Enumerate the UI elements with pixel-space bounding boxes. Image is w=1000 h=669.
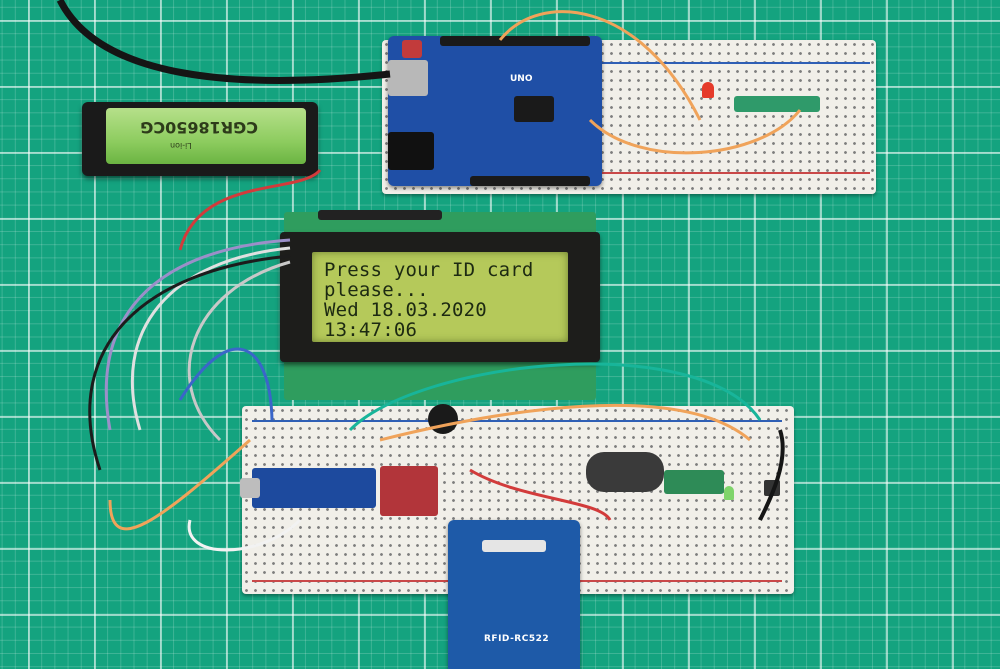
header-pins-bottom: [470, 176, 590, 186]
green-led: [724, 486, 734, 500]
top-breadboard-blue-rail: [600, 62, 870, 64]
arduino-uno-label: UNO: [510, 74, 533, 84]
power-jack: [388, 132, 434, 170]
ribbon-wire-2: [130, 246, 291, 431]
orange-wire-long: [588, 109, 802, 155]
lcd-line-1: Press your ID card: [324, 259, 534, 281]
orange-wire-bottom: [379, 403, 751, 442]
reset-button: [402, 40, 422, 58]
red-wire-battery: [178, 168, 322, 251]
battery-cell: [106, 108, 306, 164]
arduino-nano-board: [252, 468, 376, 508]
lcd-header-pins: [318, 210, 442, 220]
rfid-label: RFID-RC522: [484, 634, 550, 644]
red-led: [702, 82, 714, 98]
rfid-header-pins: [482, 540, 546, 552]
lcd-line-4: 13:47:06: [324, 319, 418, 341]
radio-module: [664, 470, 724, 494]
ribbon-wire-1: [104, 238, 291, 431]
orange-wire-left: [108, 438, 251, 531]
usb-connector: [388, 60, 428, 96]
usb-cable: [56, 0, 391, 84]
header-pins-top: [440, 36, 590, 46]
bottom-breadboard-blue-rail: [252, 420, 782, 422]
lcd-line-2: please...: [324, 279, 429, 301]
teal-wire: [348, 362, 762, 432]
atmega-chip: [514, 96, 554, 122]
nano-usb-port: [240, 478, 260, 498]
orange-wire-top: [498, 10, 702, 121]
black-wire-right: [758, 429, 785, 521]
ribbon-wire-3: [88, 254, 291, 471]
white-wire-left: [187, 518, 302, 552]
lcd-line-3: Wed 18.03.2020: [324, 299, 487, 321]
ultrasonic-sensor: [586, 452, 664, 492]
lcd-display: Press your ID card please... Wed 18.03.2…: [312, 252, 568, 342]
ribbon-wire-4: [187, 260, 291, 442]
blue-wire-left: [178, 347, 274, 421]
top-breadboard-red-rail: [600, 172, 870, 174]
rf-receiver-module: [734, 96, 820, 112]
red-wire-bottom: [469, 468, 612, 521]
rtc-module: [380, 466, 438, 516]
